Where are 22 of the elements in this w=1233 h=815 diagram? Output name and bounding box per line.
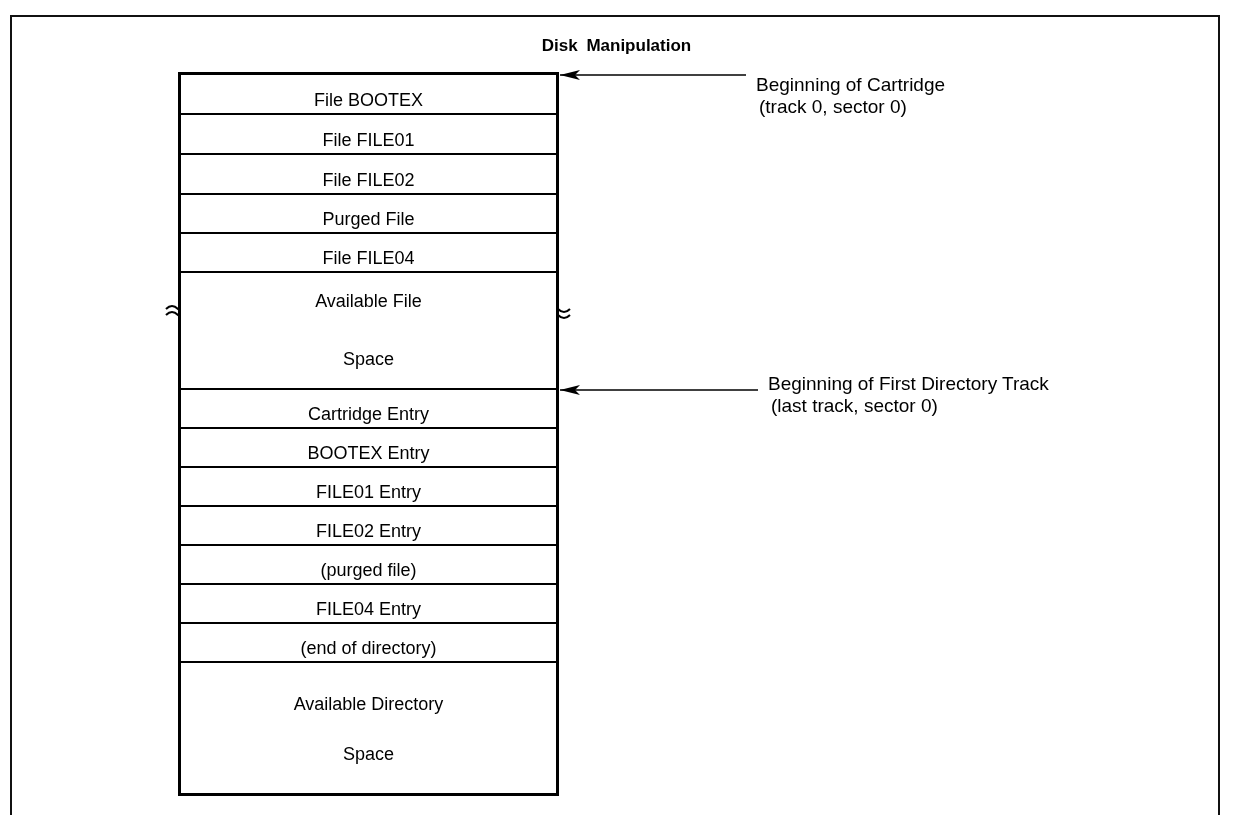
callout-label: Beginning of First Directory Track — [768, 373, 1049, 395]
callout-detail: (last track, sector 0) — [770, 395, 939, 417]
leader-arrow — [559, 385, 759, 395]
disk-area-row: FILE01 Entry — [181, 468, 556, 507]
callout-detail: (track 0, sector 0) — [758, 96, 908, 118]
disk-area-row: FILE04 Entry — [181, 585, 556, 624]
disk-area-row: BOOTEX Entry — [181, 429, 556, 468]
storage-layout-box — [178, 72, 559, 796]
disk-area-row: File FILE01 — [181, 115, 556, 155]
disk-area-row: File FILE02 — [181, 155, 556, 195]
disk-area-row: File BOOTEX — [181, 75, 556, 115]
disk-area-row: File FILE04 — [181, 234, 556, 273]
disk-area-row: Available Directory Space — [181, 663, 556, 796]
disk-area-row: (end of directory) — [181, 624, 556, 663]
diagram-title: Disk Manipulation — [540, 36, 693, 56]
disk-area-row: (purged file) — [181, 546, 556, 585]
disk-area-row: Cartridge Entry — [181, 390, 556, 429]
disk-area-row: Purged File — [181, 195, 556, 234]
callout-label: Beginning of Cartridge — [756, 74, 946, 96]
disk-area-row: FILE02 Entry — [181, 507, 556, 546]
leader-arrow — [559, 70, 747, 80]
disk-area-row: Available File Space — [181, 273, 556, 390]
